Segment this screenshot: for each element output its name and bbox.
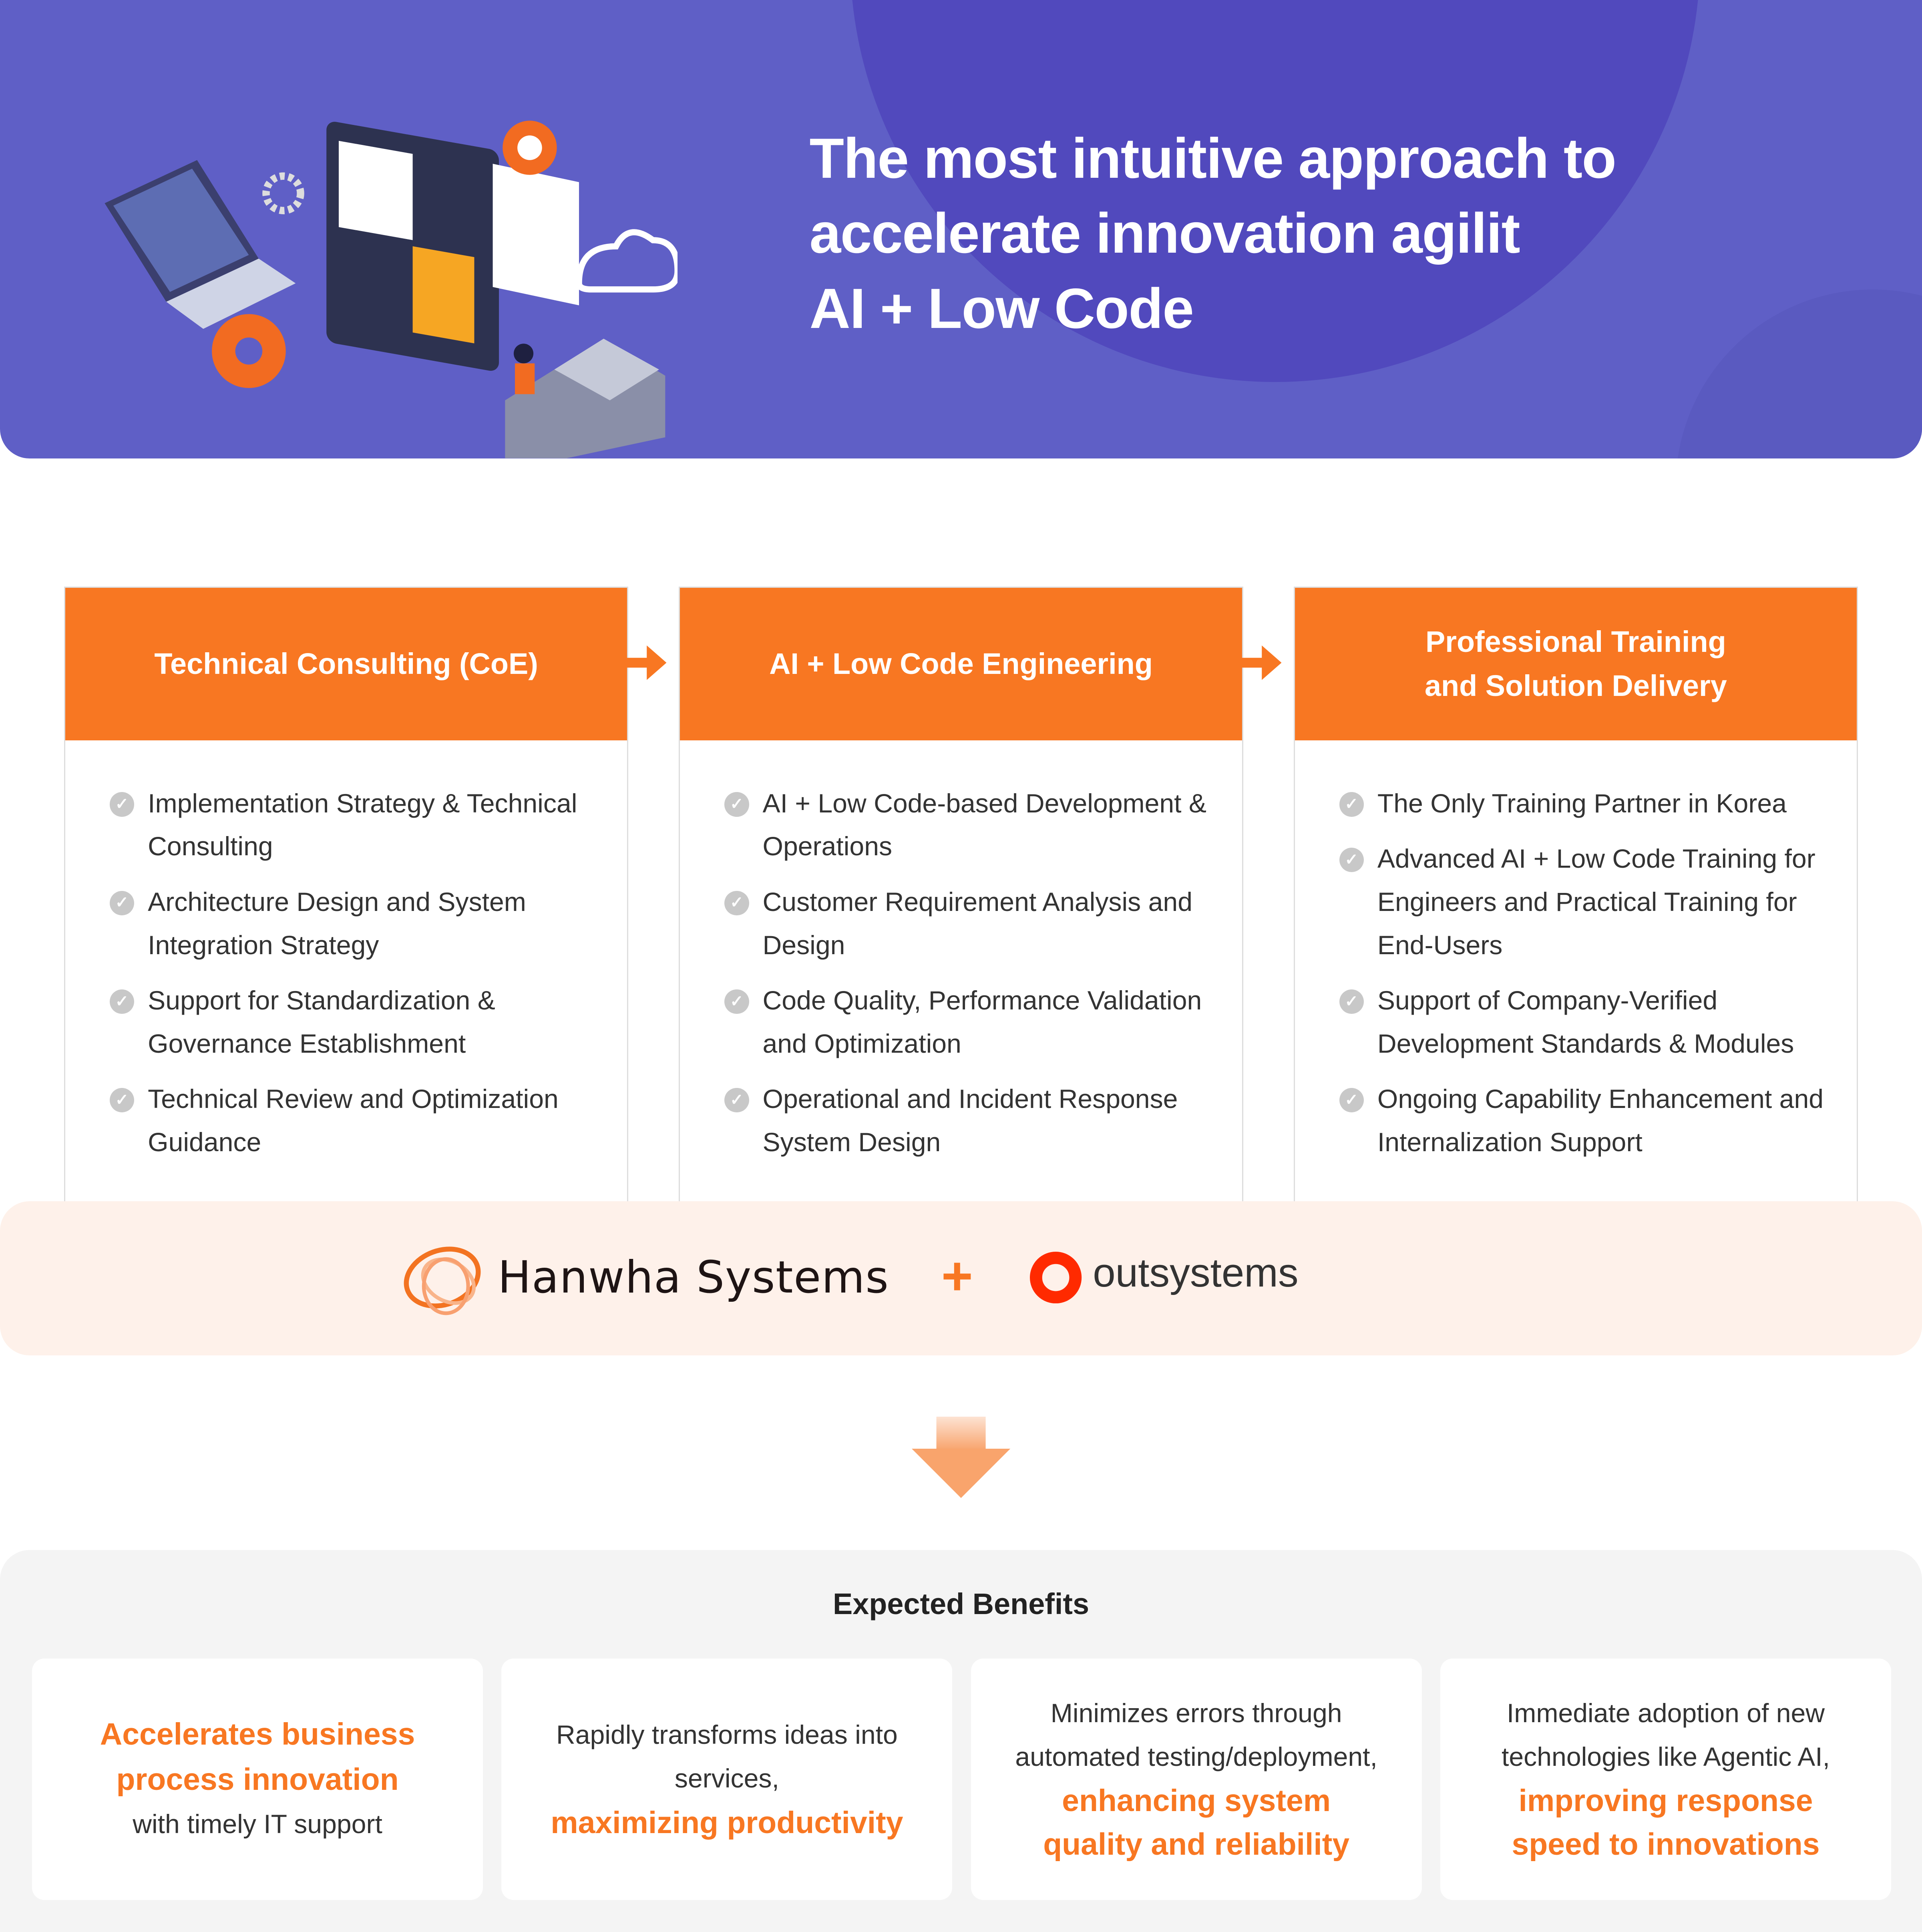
benefit-text: Minimizes errors through automated testi… xyxy=(1015,1698,1377,1772)
item-text: Advanced AI + Low Code Training for Engi… xyxy=(1377,844,1815,960)
service-card-training: Professional Training and Solution Deliv… xyxy=(1293,586,1858,1227)
item-text: Ongoing Capability Enhancement and Inter… xyxy=(1377,1084,1824,1157)
check-icon: ✓ xyxy=(109,989,135,1014)
item-text: Technical Review and Optimization Guidan… xyxy=(148,1084,559,1157)
list-item: ✓ Customer Requirement Analysis and Desig… xyxy=(724,881,1217,967)
check-icon: ✓ xyxy=(109,792,135,817)
check-icon: ✓ xyxy=(109,891,135,916)
benefit-card: Rapidly transforms ideas into services, … xyxy=(501,1658,953,1900)
item-text: AI + Low Code-based Development & Operat… xyxy=(762,788,1207,862)
hanwha-logo-icon xyxy=(404,1246,481,1315)
item-text: Operational and Incident Response System… xyxy=(762,1084,1178,1157)
check-icon: ✓ xyxy=(1339,792,1364,817)
outsystems-logo: outsystems xyxy=(1093,1249,1299,1295)
hero-title-line: accelerate innovation agilit xyxy=(809,201,1520,265)
benefit-highlight: improving response speed to innovations xyxy=(1512,1783,1820,1862)
item-text: Code Quality, Performance Validation and… xyxy=(762,986,1202,1059)
arrow-down-icon xyxy=(911,1417,1011,1498)
check-icon: ✓ xyxy=(1339,847,1364,873)
list-item: ✓ Technical Review and Optimization Guida… xyxy=(109,1078,603,1164)
plus-sign: + xyxy=(941,1245,973,1306)
partner-band xyxy=(0,1201,1922,1355)
benefit-card: Immediate adoption of new technologies l… xyxy=(1440,1658,1892,1900)
benefit-text: Immediate adoption of new technologies l… xyxy=(1502,1698,1830,1772)
arrow-right-icon xyxy=(1242,645,1281,680)
decor-circle xyxy=(1675,289,1922,458)
check-icon: ✓ xyxy=(1339,989,1364,1014)
item-text: Architecture Design and System Integrati… xyxy=(148,887,526,960)
hero-title-line: The most intuitive approach to xyxy=(809,126,1616,190)
item-text: Implementation Strategy & Technical Cons… xyxy=(148,788,577,862)
benefit-highlight: enhancing system quality and reliability xyxy=(1043,1783,1350,1862)
hero-title: The most intuitive approach to accelerat… xyxy=(810,121,1616,346)
hanwha-systems-logo: Hanwha Systems xyxy=(498,1252,889,1304)
list-item: ✓ Ongoing Capability Enhancement and Inte… xyxy=(1339,1078,1832,1164)
section-title: Expected Benefits xyxy=(832,1587,1090,1621)
item-text: Support of Company-Verified Development … xyxy=(1377,986,1794,1059)
it-illustration xyxy=(105,121,678,458)
service-card-consulting: Technical Consulting (CoE) ✓ Implementati… xyxy=(64,586,629,1227)
benefit-text: Rapidly transforms ideas into services, xyxy=(556,1720,898,1794)
benefit-highlight: maximizing productivity xyxy=(551,1805,903,1840)
benefit-highlight: Accelerates business process innovation xyxy=(100,1717,415,1797)
list-item: ✓ Architecture Design and System Integrat… xyxy=(109,881,603,967)
list-item: ✓ Advanced AI + Low Code Training for Eng… xyxy=(1339,838,1832,967)
check-icon: ✓ xyxy=(109,1088,135,1113)
check-icon: ✓ xyxy=(724,989,749,1014)
benefit-text: with timely IT support xyxy=(133,1809,382,1840)
check-icon: ✓ xyxy=(724,792,749,817)
benefit-card: Accelerates business process innovation … xyxy=(32,1658,483,1900)
list-item: ✓ Code Quality, Performance Validation an… xyxy=(724,979,1217,1066)
list-item: ✓ Operational and Incident Response Syste… xyxy=(724,1078,1217,1164)
outsystems-logo-icon xyxy=(1030,1252,1082,1304)
list-item: ✓ Implementation Strategy & Technical Con… xyxy=(109,782,603,868)
service-card-engineering: AI + Low Code Engineering ✓ AI + Low Code… xyxy=(679,586,1243,1227)
item-text: Customer Requirement Analysis and Design xyxy=(762,887,1192,960)
expected-benefits-section: Expected Benefits Accelerates business p… xyxy=(0,1550,1922,1932)
check-icon: ✓ xyxy=(724,1088,749,1113)
card-header: AI + Low Code Engineering xyxy=(680,587,1242,741)
list-item: ✓ Support for Standardization & Governanc… xyxy=(109,979,603,1066)
hero-title-line: AI + Low Code xyxy=(809,276,1194,340)
list-item: ✓ Support of Company-Verified Development… xyxy=(1339,979,1832,1066)
arrow-right-icon xyxy=(627,645,667,680)
item-text: The Only Training Partner in Korea xyxy=(1377,788,1787,818)
check-icon: ✓ xyxy=(724,891,749,916)
item-text: Support for Standardization & Governance… xyxy=(148,986,495,1059)
hero-banner: The most intuitive approach to accelerat… xyxy=(0,0,1922,458)
list-item: ✓ AI + Low Code-based Development & Opera… xyxy=(724,782,1217,868)
check-icon: ✓ xyxy=(1339,1088,1364,1113)
card-header: Professional Training and Solution Deliv… xyxy=(1295,587,1857,741)
card-header: Technical Consulting (CoE) xyxy=(65,587,627,741)
benefit-card: Minimizes errors through automated testi… xyxy=(971,1658,1422,1900)
list-item: ✓ The Only Training Partner in Korea xyxy=(1339,782,1832,826)
